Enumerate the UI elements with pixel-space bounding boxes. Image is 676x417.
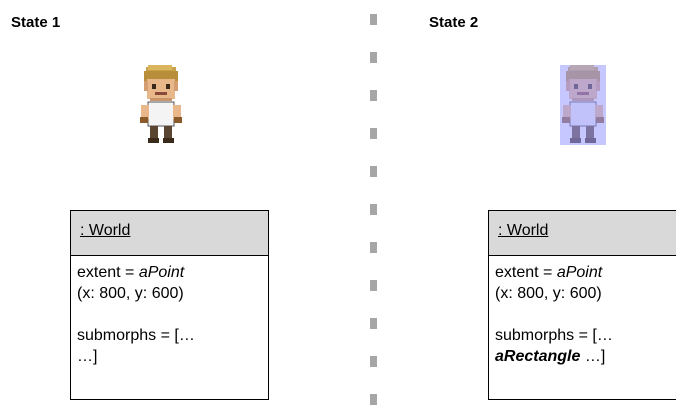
submorphs-attribute: submorphs = [… — [495, 327, 613, 344]
submorphs-close: …] — [580, 348, 606, 365]
divider-dash — [370, 52, 377, 63]
object-attributes: extent = aPoint (x: 800, y: 600) submorp… — [489, 256, 676, 367]
character-sprite — [138, 65, 184, 145]
divider-dash — [370, 356, 377, 367]
extent-value: aPoint — [138, 264, 185, 281]
submorphs-attribute: submorphs = [… — [77, 327, 195, 344]
divider-dash — [370, 90, 377, 101]
extent-label: extent = — [495, 264, 557, 281]
submorphs-continuation: …] — [77, 346, 268, 367]
submorphs-continuation: aRectangle …] — [495, 346, 676, 367]
object-name: : World — [498, 222, 549, 239]
divider-dash — [370, 128, 377, 139]
divider-dash — [370, 394, 377, 405]
object-attributes: extent = aPoint (x: 800, y: 600) submorp… — [71, 256, 268, 367]
object-header: : World — [71, 211, 268, 256]
object-header: : World — [489, 211, 676, 256]
divider-dash — [370, 242, 377, 253]
divider-dash — [370, 318, 377, 329]
divider-dash — [370, 204, 377, 215]
submorphs-close: …] — [77, 348, 98, 365]
divider-dash — [370, 14, 377, 25]
selection-highlight-rectangle — [560, 65, 606, 145]
world-object-box-state-2: : World extent = aPoint (x: 800, y: 600)… — [488, 210, 676, 400]
extent-coords: (x: 800, y: 600) — [77, 285, 184, 302]
state-1-title: State 1 — [11, 14, 61, 31]
extent-attribute: extent = aPoint — [77, 262, 268, 283]
divider-dash — [370, 166, 377, 177]
extent-value: aPoint — [556, 264, 603, 281]
extent-coords: (x: 800, y: 600) — [495, 285, 602, 302]
extent-attribute: extent = aPoint — [495, 262, 676, 283]
character-sprite-highlighted — [560, 65, 606, 145]
state-2-title: State 2 — [429, 14, 479, 31]
object-name: : World — [80, 222, 131, 239]
world-object-box-state-1: : World extent = aPoint (x: 800, y: 600)… — [70, 210, 269, 400]
divider-dash — [370, 280, 377, 291]
submorphs-new-item: aRectangle — [495, 348, 581, 365]
extent-label: extent = — [77, 264, 139, 281]
